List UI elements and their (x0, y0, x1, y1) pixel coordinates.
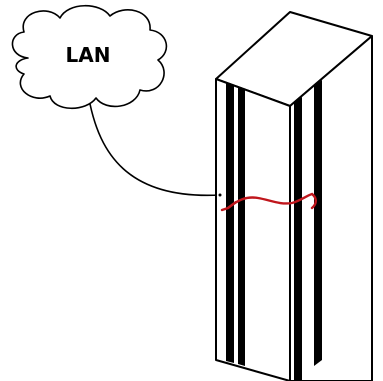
lan-cable (89, 103, 221, 197)
server-rack (215, 11, 373, 381)
rack-rail-right-front (294, 97, 302, 381)
lan-cloud: LAN (11, 5, 168, 109)
rack-rail-left-inner (238, 87, 245, 366)
cloud-label: LAN (66, 43, 111, 67)
rack-rail-left-front (226, 82, 234, 363)
internal-cable-end (220, 200, 238, 212)
internal-cable (226, 192, 317, 210)
cable-entry-point (218, 193, 222, 197)
rack-front-face (215, 78, 291, 381)
cloud-icon (11, 5, 168, 109)
rack-side-face (289, 35, 373, 381)
rack-rail-right-back (314, 80, 322, 366)
